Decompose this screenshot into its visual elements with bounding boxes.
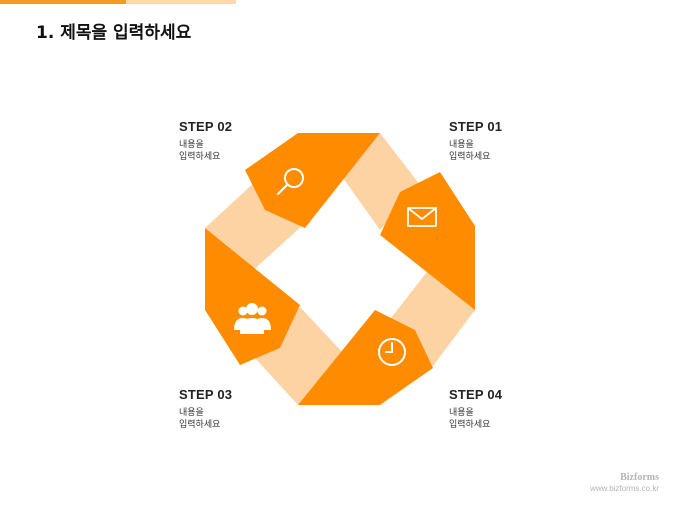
step-03-desc[interactable]: 내용을 입력하세요 <box>179 408 221 430</box>
step-02-desc[interactable]: 내용을 입력하세요 <box>179 140 221 162</box>
arrow-segment-step3 <box>205 228 300 365</box>
search-icon <box>277 168 304 195</box>
step-01: STEP 01 내용을 입력하세요 <box>449 119 539 163</box>
brand-watermark: Bizforms www.bizforms.co.kr <box>590 472 659 493</box>
clock-icon <box>378 338 406 366</box>
band-bottom-left <box>255 307 345 405</box>
step-03-label: STEP 03 <box>179 387 233 402</box>
envelope-icon <box>407 207 437 227</box>
step-02-label: STEP 02 <box>179 119 233 134</box>
arrow-segment-step2 <box>245 133 380 228</box>
arrow-segment-step4 <box>298 310 433 405</box>
step-04: STEP 04 내용을 입력하세요 <box>449 387 539 431</box>
step-03: STEP 03 내용을 입력하세요 <box>179 387 269 431</box>
step-02: STEP 02 내용을 입력하세요 <box>179 119 269 163</box>
step-04-desc[interactable]: 내용을 입력하세요 <box>449 408 491 430</box>
top-accent-bar-light <box>126 0 236 4</box>
top-accent-bar-dark <box>0 0 126 4</box>
step-04-label: STEP 04 <box>449 387 503 402</box>
arrow-segment-step1 <box>380 172 475 310</box>
brand-name: Bizforms <box>620 472 659 483</box>
step-01-label: STEP 01 <box>449 119 503 134</box>
step-01-desc[interactable]: 내용을 입력하세요 <box>449 140 491 162</box>
page-title[interactable]: 1. 제목을 입력하세요 <box>36 23 192 43</box>
people-icon <box>234 303 271 334</box>
brand-url: www.bizforms.co.kr <box>590 484 659 493</box>
